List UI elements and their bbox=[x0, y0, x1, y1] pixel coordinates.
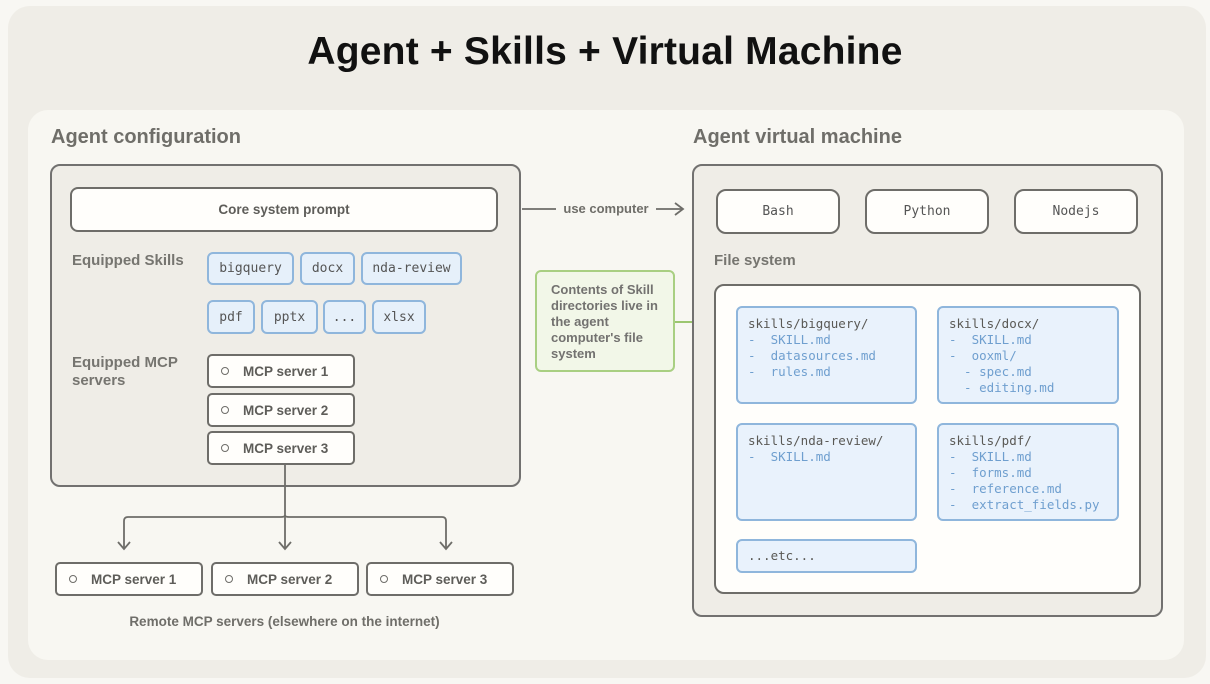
skill-directory[interactable]: skills/pdf/ - SKILL.md - forms.md - refe… bbox=[937, 423, 1119, 521]
runtime-bash[interactable]: Bash bbox=[716, 189, 840, 234]
skill-directory[interactable]: skills/nda-review/ - SKILL.md bbox=[736, 423, 917, 521]
skill-directory[interactable]: skills/bigquery/ - SKILL.md - datasource… bbox=[736, 306, 917, 404]
server-status-icon bbox=[221, 367, 229, 375]
core-system-prompt[interactable]: Core system prompt bbox=[70, 187, 498, 232]
use-computer-label: use computer bbox=[563, 201, 649, 216]
equipped-mcp-server[interactable]: MCP server 1 bbox=[207, 354, 355, 388]
skill-chip[interactable]: nda-review bbox=[361, 252, 462, 285]
directory-path: skills/bigquery/ bbox=[748, 316, 869, 331]
file-item[interactable]: - rules.md bbox=[748, 364, 831, 379]
skill-directory[interactable]: skills/docx/ - SKILL.md - ooxml/ - spec.… bbox=[937, 306, 1119, 404]
file-item[interactable]: - editing.md bbox=[949, 380, 1055, 395]
file-item[interactable]: - ooxml/ bbox=[949, 348, 1017, 363]
etc-directory: ...etc... bbox=[736, 539, 917, 573]
remote-mcp-server[interactable]: MCP server 2 bbox=[211, 562, 359, 596]
file-item[interactable]: - datasources.md bbox=[748, 348, 876, 363]
file-item[interactable]: - spec.md bbox=[949, 364, 1032, 379]
remote-mcp-server[interactable]: MCP server 3 bbox=[366, 562, 514, 596]
file-item[interactable]: - SKILL.md bbox=[949, 332, 1032, 347]
file-system-label: File system bbox=[714, 252, 796, 269]
skill-chip[interactable]: pptx bbox=[261, 300, 318, 334]
skill-chip[interactable]: ... bbox=[323, 300, 366, 334]
server-status-icon bbox=[225, 575, 233, 583]
file-item[interactable]: - SKILL.md bbox=[748, 449, 831, 464]
skill-chip[interactable]: xlsx bbox=[372, 300, 426, 334]
directory-path: skills/nda-review/ bbox=[748, 433, 884, 448]
agent-config-title: Agent configuration bbox=[51, 126, 241, 148]
runtime-python[interactable]: Python bbox=[865, 189, 989, 234]
skill-chip[interactable]: docx bbox=[300, 252, 355, 285]
arrowhead-down bbox=[278, 541, 292, 551]
equipped-mcp-server[interactable]: MCP server 3 bbox=[207, 431, 355, 465]
equipped-mcp-server[interactable]: MCP server 2 bbox=[207, 393, 355, 427]
diagram-title: Agent + Skills + Virtual Machine bbox=[307, 30, 903, 73]
vm-title: Agent virtual machine bbox=[693, 126, 902, 148]
server-status-icon bbox=[69, 575, 77, 583]
skill-chip[interactable]: pdf bbox=[207, 300, 255, 334]
file-item[interactable]: - reference.md bbox=[949, 481, 1062, 496]
etc-label: ...etc... bbox=[748, 548, 816, 563]
file-item[interactable]: - SKILL.md bbox=[748, 332, 831, 347]
arrowhead-down bbox=[439, 541, 453, 551]
remote-mcp-server[interactable]: MCP server 1 bbox=[55, 562, 203, 596]
server-status-icon bbox=[221, 444, 229, 452]
server-status-icon bbox=[221, 406, 229, 414]
remote-mcp-caption: Remote MCP servers (elsewhere on the int… bbox=[129, 614, 440, 629]
server-name: MCP server 1 bbox=[243, 363, 329, 379]
file-item[interactable]: - SKILL.md bbox=[949, 449, 1032, 464]
skill-contents-note: Contents of Skill directories live in th… bbox=[535, 270, 675, 372]
arrowhead-down bbox=[117, 541, 131, 551]
file-item[interactable]: - extract_fields.py bbox=[949, 497, 1100, 512]
server-name: MCP server 2 bbox=[247, 571, 333, 587]
server-name: MCP server 2 bbox=[243, 402, 329, 418]
file-item[interactable]: - forms.md bbox=[949, 465, 1032, 480]
use-computer-arrowhead bbox=[674, 202, 685, 216]
equipped-mcp-label: Equipped MCP servers bbox=[72, 354, 178, 389]
skill-chip[interactable]: bigquery bbox=[207, 252, 294, 285]
equipped-skills-label: Equipped Skills bbox=[72, 252, 184, 269]
directory-path: skills/pdf/ bbox=[949, 433, 1032, 448]
server-status-icon bbox=[380, 575, 388, 583]
mcp-branch-left bbox=[123, 514, 286, 548]
directory-path: skills/docx/ bbox=[949, 316, 1040, 331]
server-name: MCP server 3 bbox=[243, 440, 329, 456]
server-name: MCP server 3 bbox=[402, 571, 488, 587]
mcp-branch-right bbox=[284, 514, 447, 548]
runtime-nodejs[interactable]: Nodejs bbox=[1014, 189, 1138, 234]
server-name: MCP server 1 bbox=[91, 571, 177, 587]
